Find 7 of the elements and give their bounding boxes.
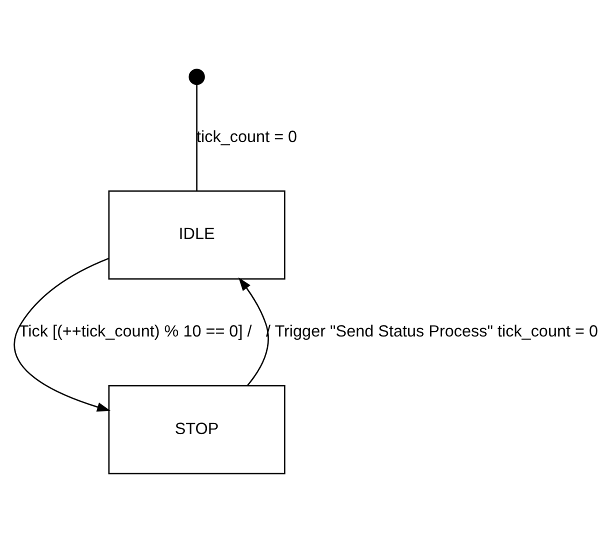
arrow	[238, 277, 269, 386]
node-circle	[188, 68, 205, 85]
connector	[196, 84, 198, 191]
node-box: IDLE	[108, 190, 286, 280]
node-box: STOP	[108, 385, 286, 474]
arrow	[14, 258, 111, 412]
edge-label: Tick [(++tick_count) % 10 == 0] /	[18, 322, 252, 341]
